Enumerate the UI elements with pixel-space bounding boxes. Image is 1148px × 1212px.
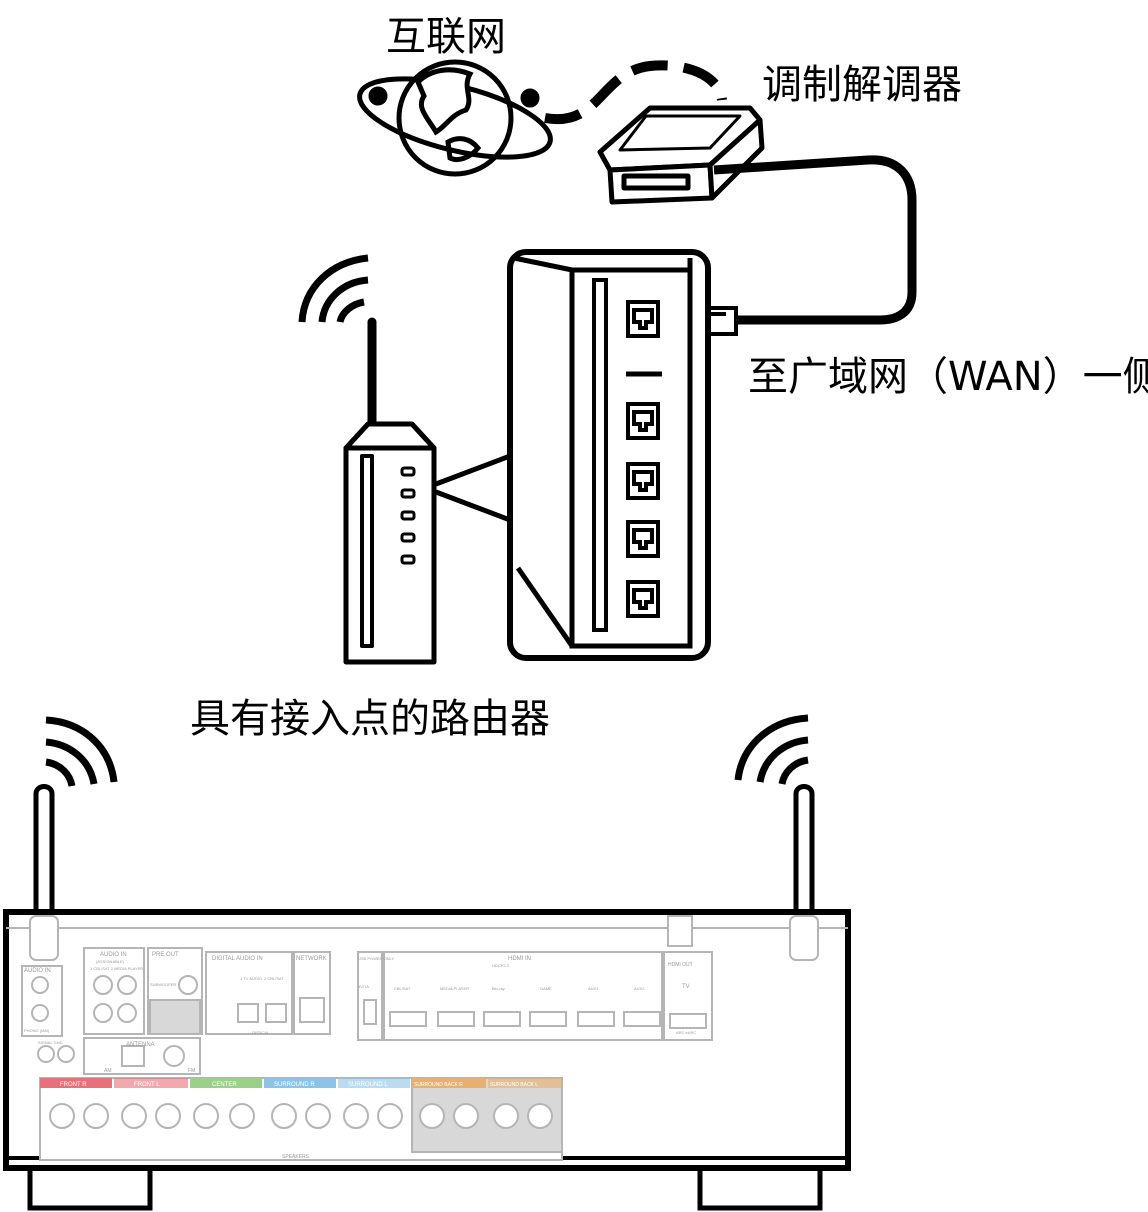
audio-sources-label: 1 CBL/SAT 2 MEDIA PLAYER bbox=[90, 966, 143, 971]
receiver-antenna-icon bbox=[33, 784, 815, 912]
lan-port-icon bbox=[626, 580, 660, 618]
fm-label: FM bbox=[188, 1068, 195, 1074]
tv-audio-label: 1 TV AUDIO bbox=[240, 976, 262, 981]
speaker-center: CENTER bbox=[212, 1082, 237, 1088]
internet-globe-icon bbox=[357, 59, 553, 177]
panel-labels: AUDIO IN AUDIO IN (ASSIGNABLE) 1 CBL/SAT… bbox=[24, 952, 696, 1160]
audio-in-label: AUDIO IN bbox=[100, 952, 127, 958]
hdmi-input-3: Blu-ray bbox=[492, 986, 505, 991]
assignable-label: (ASSIGNABLE) bbox=[96, 959, 125, 964]
wan-cable bbox=[713, 155, 917, 325]
speaker-front-r: FRONT R bbox=[60, 1082, 87, 1088]
wan-port-icon bbox=[626, 300, 660, 338]
internet-modem-link bbox=[544, 60, 727, 125]
signal-gnd-label: SIGNAL GND bbox=[38, 1040, 63, 1045]
antenna-label: ANTENNA bbox=[126, 1042, 155, 1048]
router-label: 具有接入点的路由器 bbox=[190, 696, 550, 742]
speaker-surround-r: SURROUND R bbox=[274, 1082, 315, 1088]
hdmi-input-2: MEDIA PLAYER bbox=[440, 986, 469, 991]
usb-label: USB POWER ONLY bbox=[358, 956, 394, 961]
audio-in-left-label: AUDIO IN bbox=[24, 968, 51, 974]
lan-ports bbox=[626, 300, 660, 618]
router-port-panel bbox=[507, 249, 711, 661]
subwoofer-label: SUBWOOFER bbox=[150, 982, 176, 987]
phono-label: PHONO (MM) bbox=[24, 1028, 50, 1033]
router-icon bbox=[343, 317, 437, 665]
lan-port-icon bbox=[626, 402, 660, 440]
lan-port-icon bbox=[626, 462, 660, 500]
router-wifi-icon bbox=[298, 254, 369, 323]
speaker-surround-back-r: SURROUND BACK R bbox=[414, 1082, 463, 1088]
hdmi-input-5: AUX1 bbox=[588, 986, 599, 991]
digital-audio-label: DIGITAL AUDIO IN bbox=[212, 956, 263, 962]
network-label: NETWORK bbox=[296, 956, 327, 962]
lan-port-icon bbox=[626, 520, 660, 558]
cbl-sat-opt-label: 2 CBL/SAT bbox=[264, 976, 284, 981]
am-label: AM bbox=[104, 1068, 112, 1074]
speaker-front-l: FRONT L bbox=[134, 1082, 160, 1088]
tv-label: TV bbox=[682, 984, 690, 990]
hdcp-label: HDCP2.3 bbox=[492, 963, 510, 968]
pre-out-label: PRE OUT bbox=[152, 952, 179, 958]
usb-rating-label: 5V/1A bbox=[358, 984, 369, 989]
speaker-color-bands bbox=[40, 1078, 562, 1088]
hdmi-input-4: GAME bbox=[540, 986, 552, 991]
hdmi-in-label: HDMI IN bbox=[508, 956, 531, 962]
receiver-wifi-left-icon bbox=[45, 716, 118, 787]
receiver-rear-panel bbox=[21, 915, 819, 1161]
internet-label: 互联网 bbox=[386, 14, 506, 60]
modem-icon bbox=[597, 105, 765, 205]
modem-label: 调制解调器 bbox=[762, 62, 962, 108]
arc-label: ARC eARC bbox=[676, 1030, 696, 1035]
speaker-surround-back-l: SURROUND BACK L bbox=[490, 1082, 538, 1088]
hdmi-input-6: AUX2 bbox=[634, 986, 645, 991]
wan-side-label: 至广域网（WAN）一侧 bbox=[748, 354, 1148, 400]
optical-label: OPTICAL bbox=[252, 1030, 270, 1035]
speakers-label: SPEAKERS bbox=[282, 1154, 310, 1160]
receiver-wifi-right-icon bbox=[734, 714, 809, 785]
speaker-surround-l: SURROUND L bbox=[348, 1082, 388, 1088]
zoom-callout bbox=[435, 453, 511, 523]
hdmi-out-label: HDMI OUT bbox=[668, 962, 693, 968]
hdmi-input-1: CBL/SAT bbox=[394, 986, 411, 991]
